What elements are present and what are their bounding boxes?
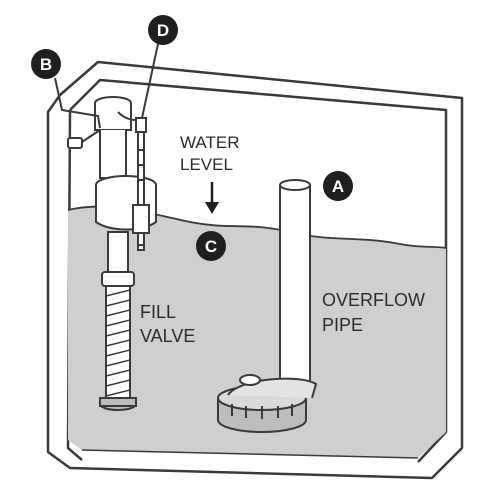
callout-c-letter: C — [205, 237, 217, 256]
overflow-pipe-label-line1: OVERFLOW — [322, 290, 425, 310]
callout-a: A — [323, 171, 353, 201]
float-adjustment-rod — [132, 117, 150, 251]
callout-a-letter: A — [332, 177, 344, 196]
tank-floor — [81, 449, 419, 459]
callout-b-letter: B — [40, 55, 52, 74]
callout-d-letter: D — [157, 21, 169, 40]
water-level-arrow — [205, 182, 219, 214]
callout-d: D — [148, 15, 178, 45]
overflow-pipe-label-line2: PIPE — [322, 315, 363, 335]
fill-valve-threads — [105, 289, 131, 397]
flush-valve-base — [217, 374, 318, 433]
water-level-label-line2: LEVEL — [180, 155, 233, 174]
fill-valve-label-line2: VALVE — [140, 326, 195, 346]
refill-tube — [117, 111, 137, 121]
fill-valve-label-line1: FILL — [140, 302, 176, 322]
callout-b: B — [31, 49, 61, 79]
flush-handle — [67, 129, 101, 149]
callout-d-leader — [141, 43, 159, 119]
overflow-pipe — [279, 179, 311, 391]
water-level-label-line1: WATER — [180, 133, 240, 152]
callout-c: C — [196, 231, 226, 261]
callout-b-leader — [54, 77, 101, 129]
water-body — [68, 206, 446, 458]
